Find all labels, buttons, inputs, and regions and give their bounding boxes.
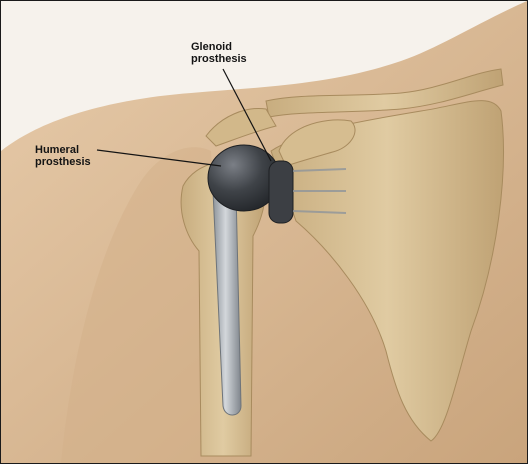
glenoid-prosthesis-label: Glenoid prosthesis bbox=[191, 41, 247, 65]
humeral-prosthesis-label: Humeral prosthesis bbox=[35, 144, 91, 168]
glenoid-component bbox=[269, 161, 293, 223]
